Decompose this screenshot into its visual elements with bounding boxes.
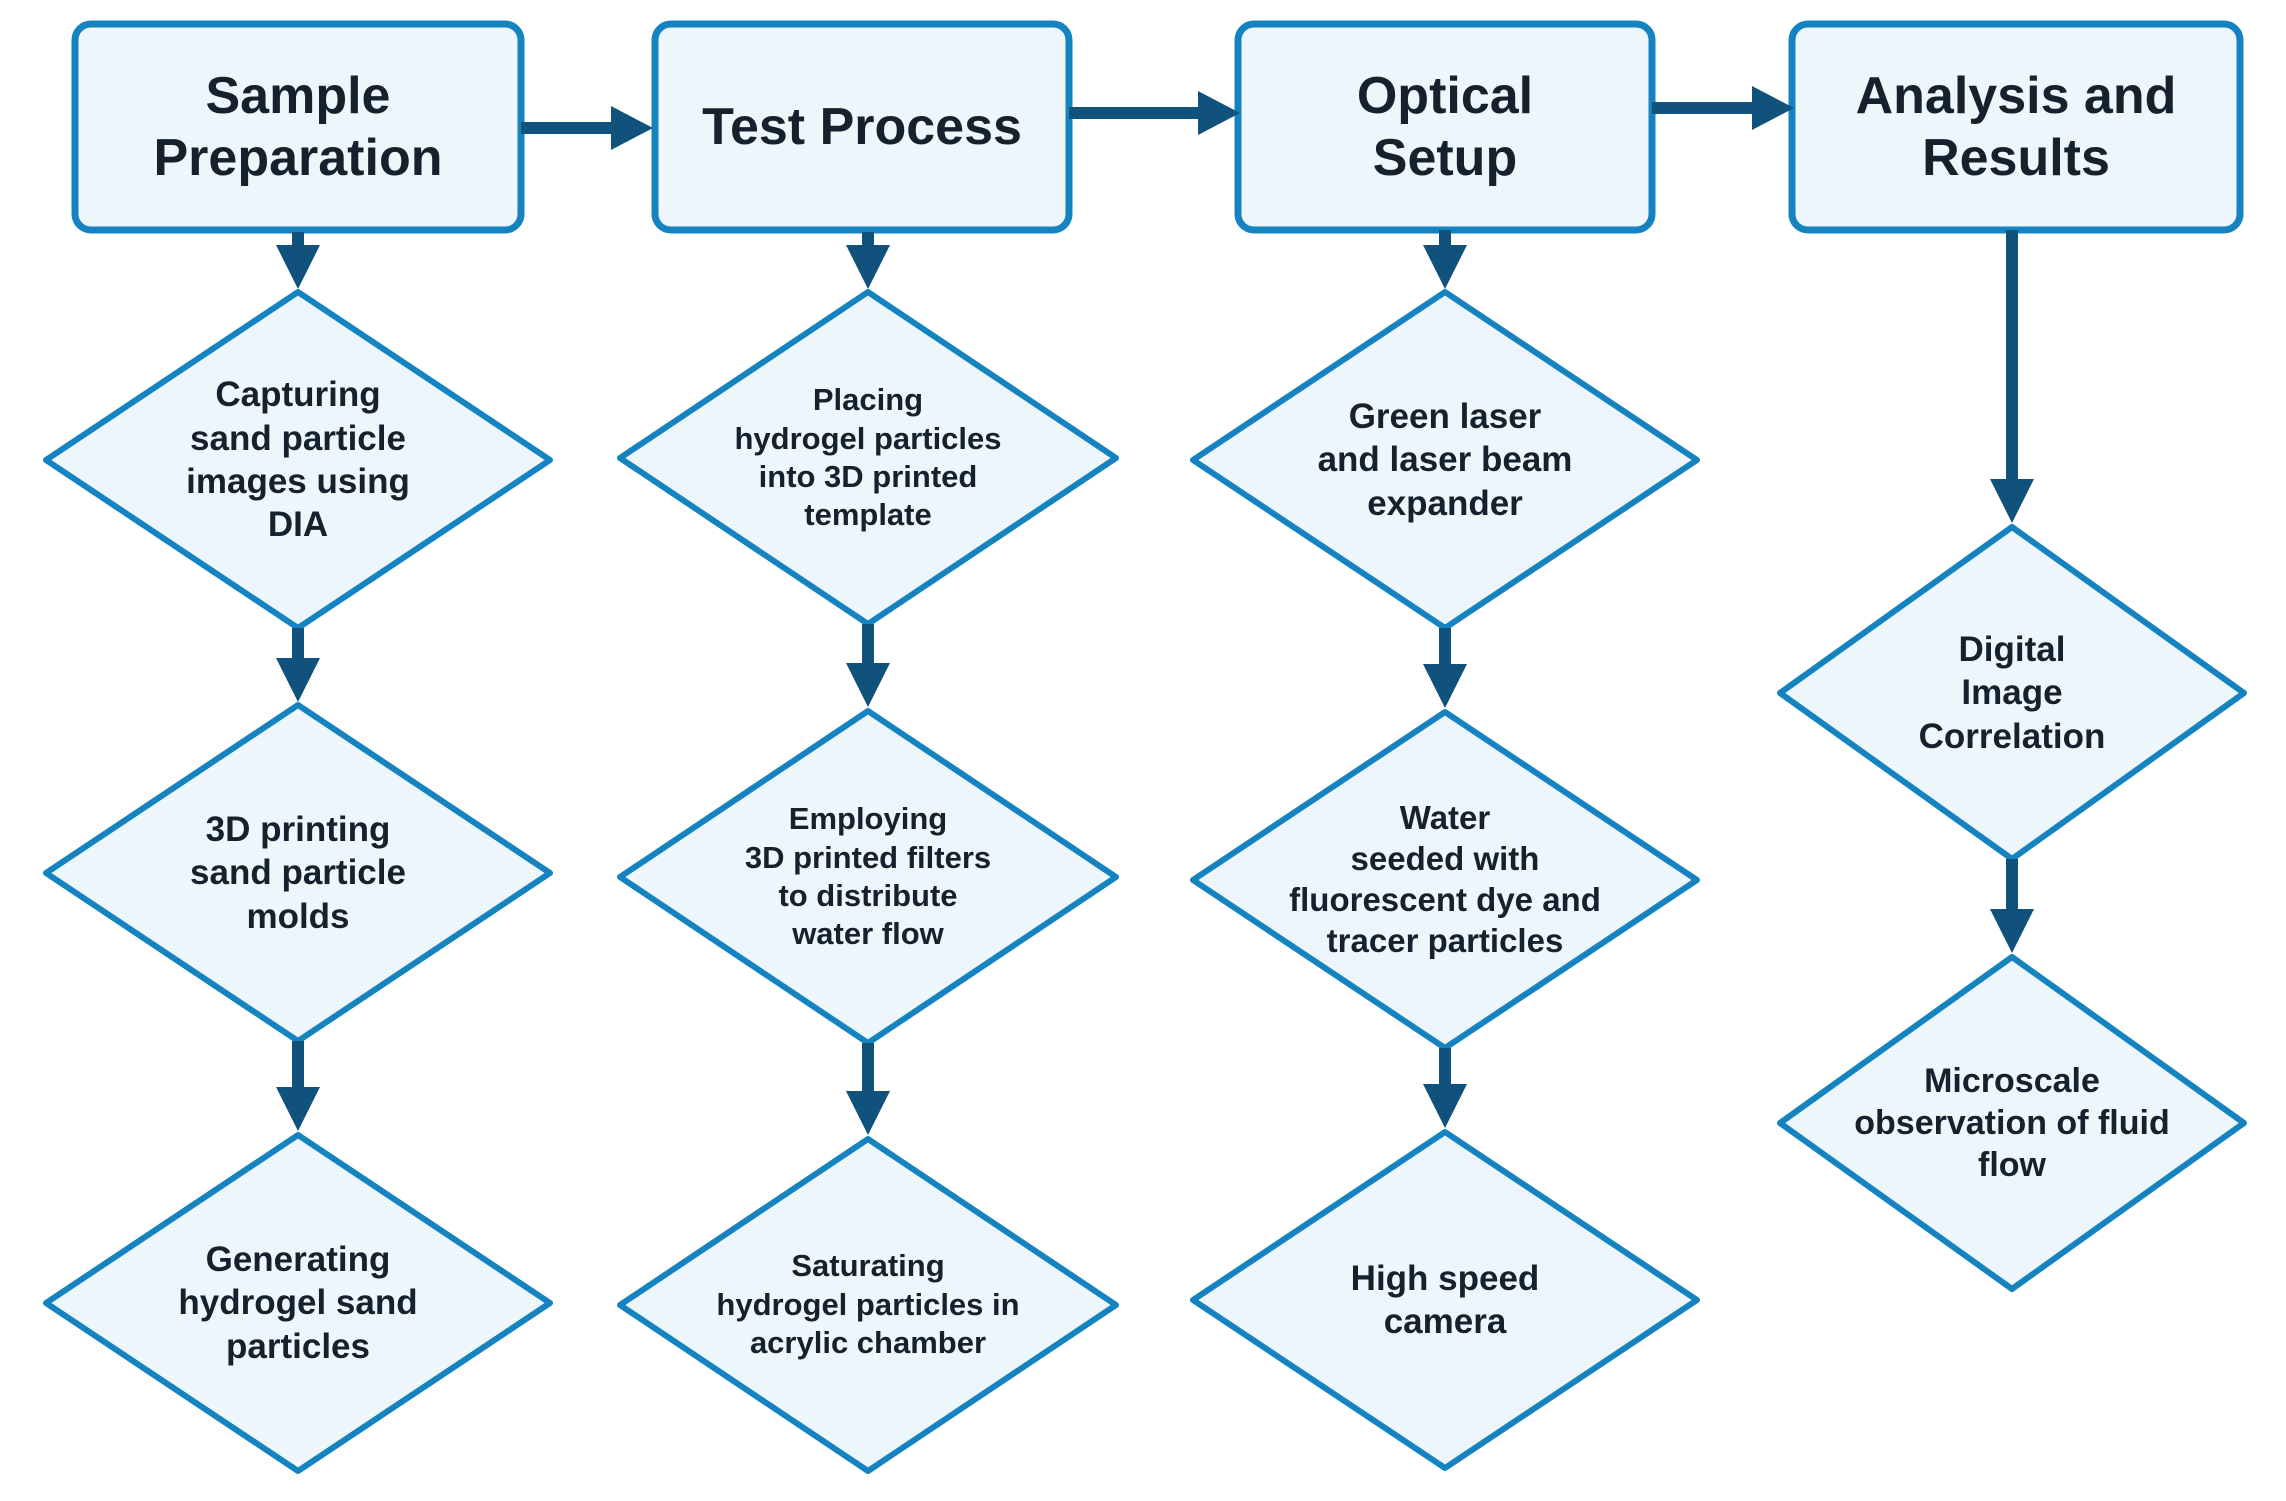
arrow-optical-to-green-laser	[1423, 230, 1467, 289]
test-process-box	[651, 20, 1073, 234]
diamond-3d-printing-molds	[43, 702, 553, 1044]
arrow-green-laser-to-water	[1423, 628, 1467, 708]
diamond-green-laser	[1190, 289, 1700, 631]
sample-preparation-box	[71, 20, 525, 234]
arrow-sample-to-test	[521, 106, 653, 150]
diamond-water-seeded	[1190, 709, 1700, 1051]
diamond-employing-filters	[617, 708, 1119, 1046]
arrow-dic-to-microscale	[1990, 859, 2034, 953]
analysis-and-results-box	[1788, 20, 2244, 234]
diamond-capturing-images	[43, 289, 553, 631]
arrow-placing-to-employing	[846, 624, 890, 707]
diamond-saturating-particles	[617, 1136, 1119, 1474]
arrow-employing-to-saturating	[846, 1043, 890, 1135]
arrow-water-to-camera	[1423, 1048, 1467, 1128]
diamond-digital-image-correlation	[1777, 524, 2247, 862]
diamond-placing-particles	[617, 289, 1119, 627]
optical-setup-box	[1234, 20, 1656, 234]
arrow-sample-to-capturing	[276, 232, 320, 289]
diamond-generating-hydrogel	[43, 1132, 553, 1474]
diamond-microscale-observation	[1777, 954, 2247, 1292]
arrow-analysis-to-dic	[1990, 230, 2034, 523]
arrow-test-to-placing	[846, 232, 890, 289]
arrow-capturing-to-3d-printing	[276, 628, 320, 702]
diamond-high-speed-camera	[1190, 1129, 1700, 1471]
arrow-3d-printing-to-generating	[276, 1041, 320, 1131]
arrow-test-to-optical	[1069, 91, 1240, 135]
arrow-optical-to-analysis	[1652, 86, 1794, 130]
